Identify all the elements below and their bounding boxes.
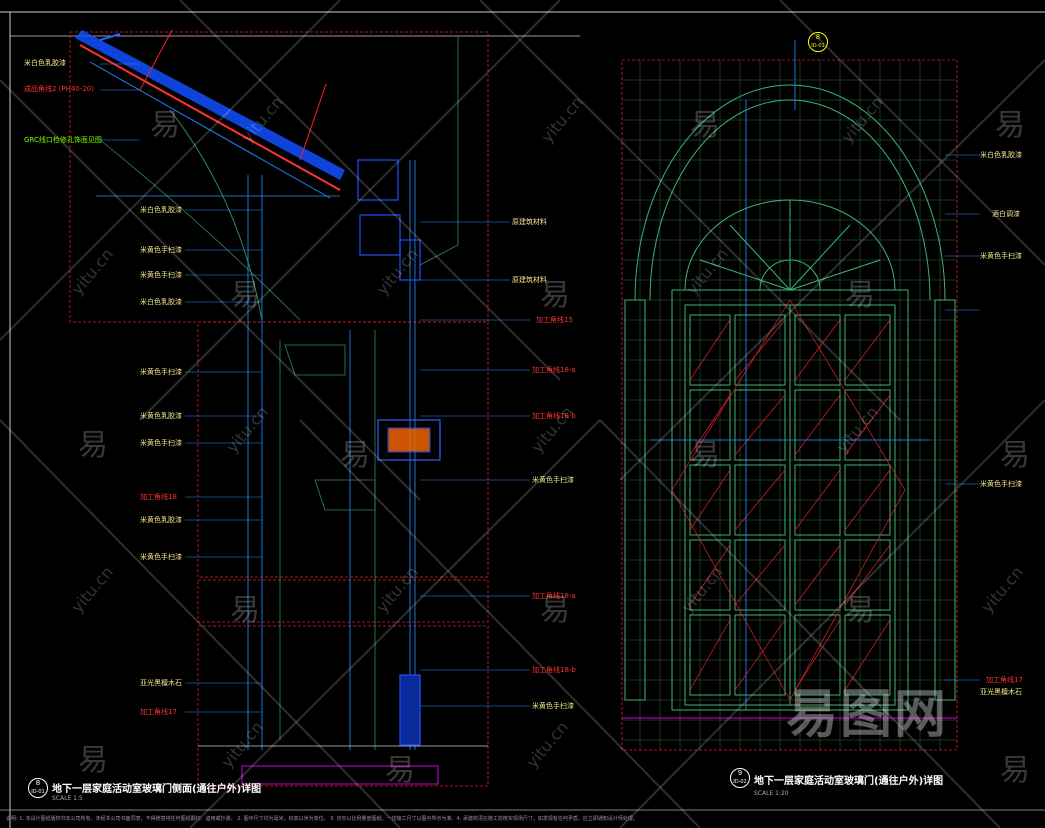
watermark-char: 易 [995, 108, 1025, 143]
roof-slope [75, 29, 345, 321]
watermark-char: 易 [150, 108, 180, 143]
watermark-char: 易 [230, 593, 260, 628]
door-diagonals [671, 299, 906, 701]
left-label-11: 米黄色乳胶漆 [140, 516, 182, 524]
watermark-char: 易 [230, 278, 260, 313]
left-leaders [100, 63, 530, 713]
watermark-char: 易 [78, 743, 108, 778]
left-label-1: 成品角线2 (PH40-20) [24, 85, 94, 93]
right-bubble-ref: ID-02 [733, 779, 747, 785]
left-label-9: 米黄色手扫漆 [140, 439, 182, 447]
footer-note: 说明: 1. 本设计图纸版权归本公司所有，未经本公司书面同意，不得随意将任何图纸… [6, 816, 638, 822]
top-bubble-num: 8 [815, 33, 821, 41]
mid-label-8: 米黄色手扫漆 [532, 702, 574, 710]
left-label-5: 米黄色手扫漆 [140, 271, 182, 279]
top-section-bubble: 8 ID-01 [808, 32, 828, 52]
right-leaders [945, 154, 980, 681]
watermark-char: 易 [540, 593, 570, 628]
right-detail-title: 地下一层家庭活动室玻璃门(通往户外)详图 [754, 776, 944, 787]
watermark-char: 易 [1000, 438, 1030, 473]
right-detail-bubble: 9 ID-02 [730, 768, 750, 788]
right-label-1: 酒白调漆 [992, 210, 1020, 218]
left-detail-bubble: 8 ID-01 [28, 778, 48, 798]
right-bubble-num: 9 [737, 769, 743, 777]
right-label-2: 米黄色手扫漆 [980, 252, 1022, 260]
watermark-char: 易 [78, 428, 108, 463]
right-detail-box [621, 59, 958, 751]
right-label-0: 米白色乳胶漆 [980, 151, 1022, 159]
mid-label-3: 加工角线18-a [532, 366, 576, 374]
left-label-0: 米白色乳胶漆 [24, 59, 66, 67]
watermark-char: 易 [385, 753, 415, 788]
left-detail-scale: SCALE 1:5 [52, 795, 83, 802]
left-label-3: 米白色乳胶漆 [140, 206, 182, 214]
left-label-6: 米白色乳胶漆 [140, 298, 182, 306]
left-label-13: 亚光黑檀木石 [140, 679, 182, 687]
top-bubble-ref: ID-01 [811, 43, 825, 49]
brand-watermark: 易图网 [786, 685, 949, 745]
left-label-4: 米黄色手扫漆 [140, 246, 182, 254]
left-label-7: 米黄色手扫漆 [140, 368, 182, 376]
watermark-char: 易 [845, 278, 875, 313]
mid-label-1: 原建筑材料 [512, 276, 547, 284]
right-label-5: 亚光黑檀木石 [980, 688, 1022, 696]
left-label-8: 米黄色乳胶漆 [140, 412, 182, 420]
left-bubble-num: 8 [35, 779, 41, 787]
mid-label-6: 加工角线18-a [532, 592, 576, 600]
left-structure [96, 160, 416, 750]
door-arch [624, 84, 956, 711]
watermark-char: 易 [1000, 753, 1030, 788]
mid-label-5: 米黄色手扫漆 [532, 476, 574, 484]
left-detail-boxes [69, 31, 489, 787]
right-label-3: 米黄色手扫漆 [980, 480, 1022, 488]
watermark-char: 易 [845, 593, 875, 628]
left-blocks [357, 159, 441, 746]
left-detail-title: 地下一层家庭活动室玻璃门侧面(通往户外)详图 [52, 784, 262, 795]
right-detail-scale: SCALE 1:20 [754, 790, 789, 797]
watermark-char: 易 [690, 108, 720, 143]
mid-label-0: 原建筑材料 [512, 218, 547, 226]
watermark-char: 易 [540, 278, 570, 313]
left-label-2: GRC线口检修孔饰面见图 [24, 136, 102, 144]
mid-label-7: 加工角线18-b [532, 666, 576, 674]
watermark-char: 易 [690, 438, 720, 473]
mid-label-2: 加工角线15 [536, 316, 573, 324]
left-label-10: 加工角线18 [140, 493, 177, 501]
mid-label-4: 加工角线18-b [532, 412, 576, 420]
left-label-14: 加工角线17 [140, 708, 177, 716]
watermark-char: 易 [340, 438, 370, 473]
left-label-12: 米黄色手扫漆 [140, 553, 182, 561]
left-bubble-ref: ID-01 [31, 789, 45, 795]
right-label-4: 加工角线17 [986, 676, 1023, 684]
